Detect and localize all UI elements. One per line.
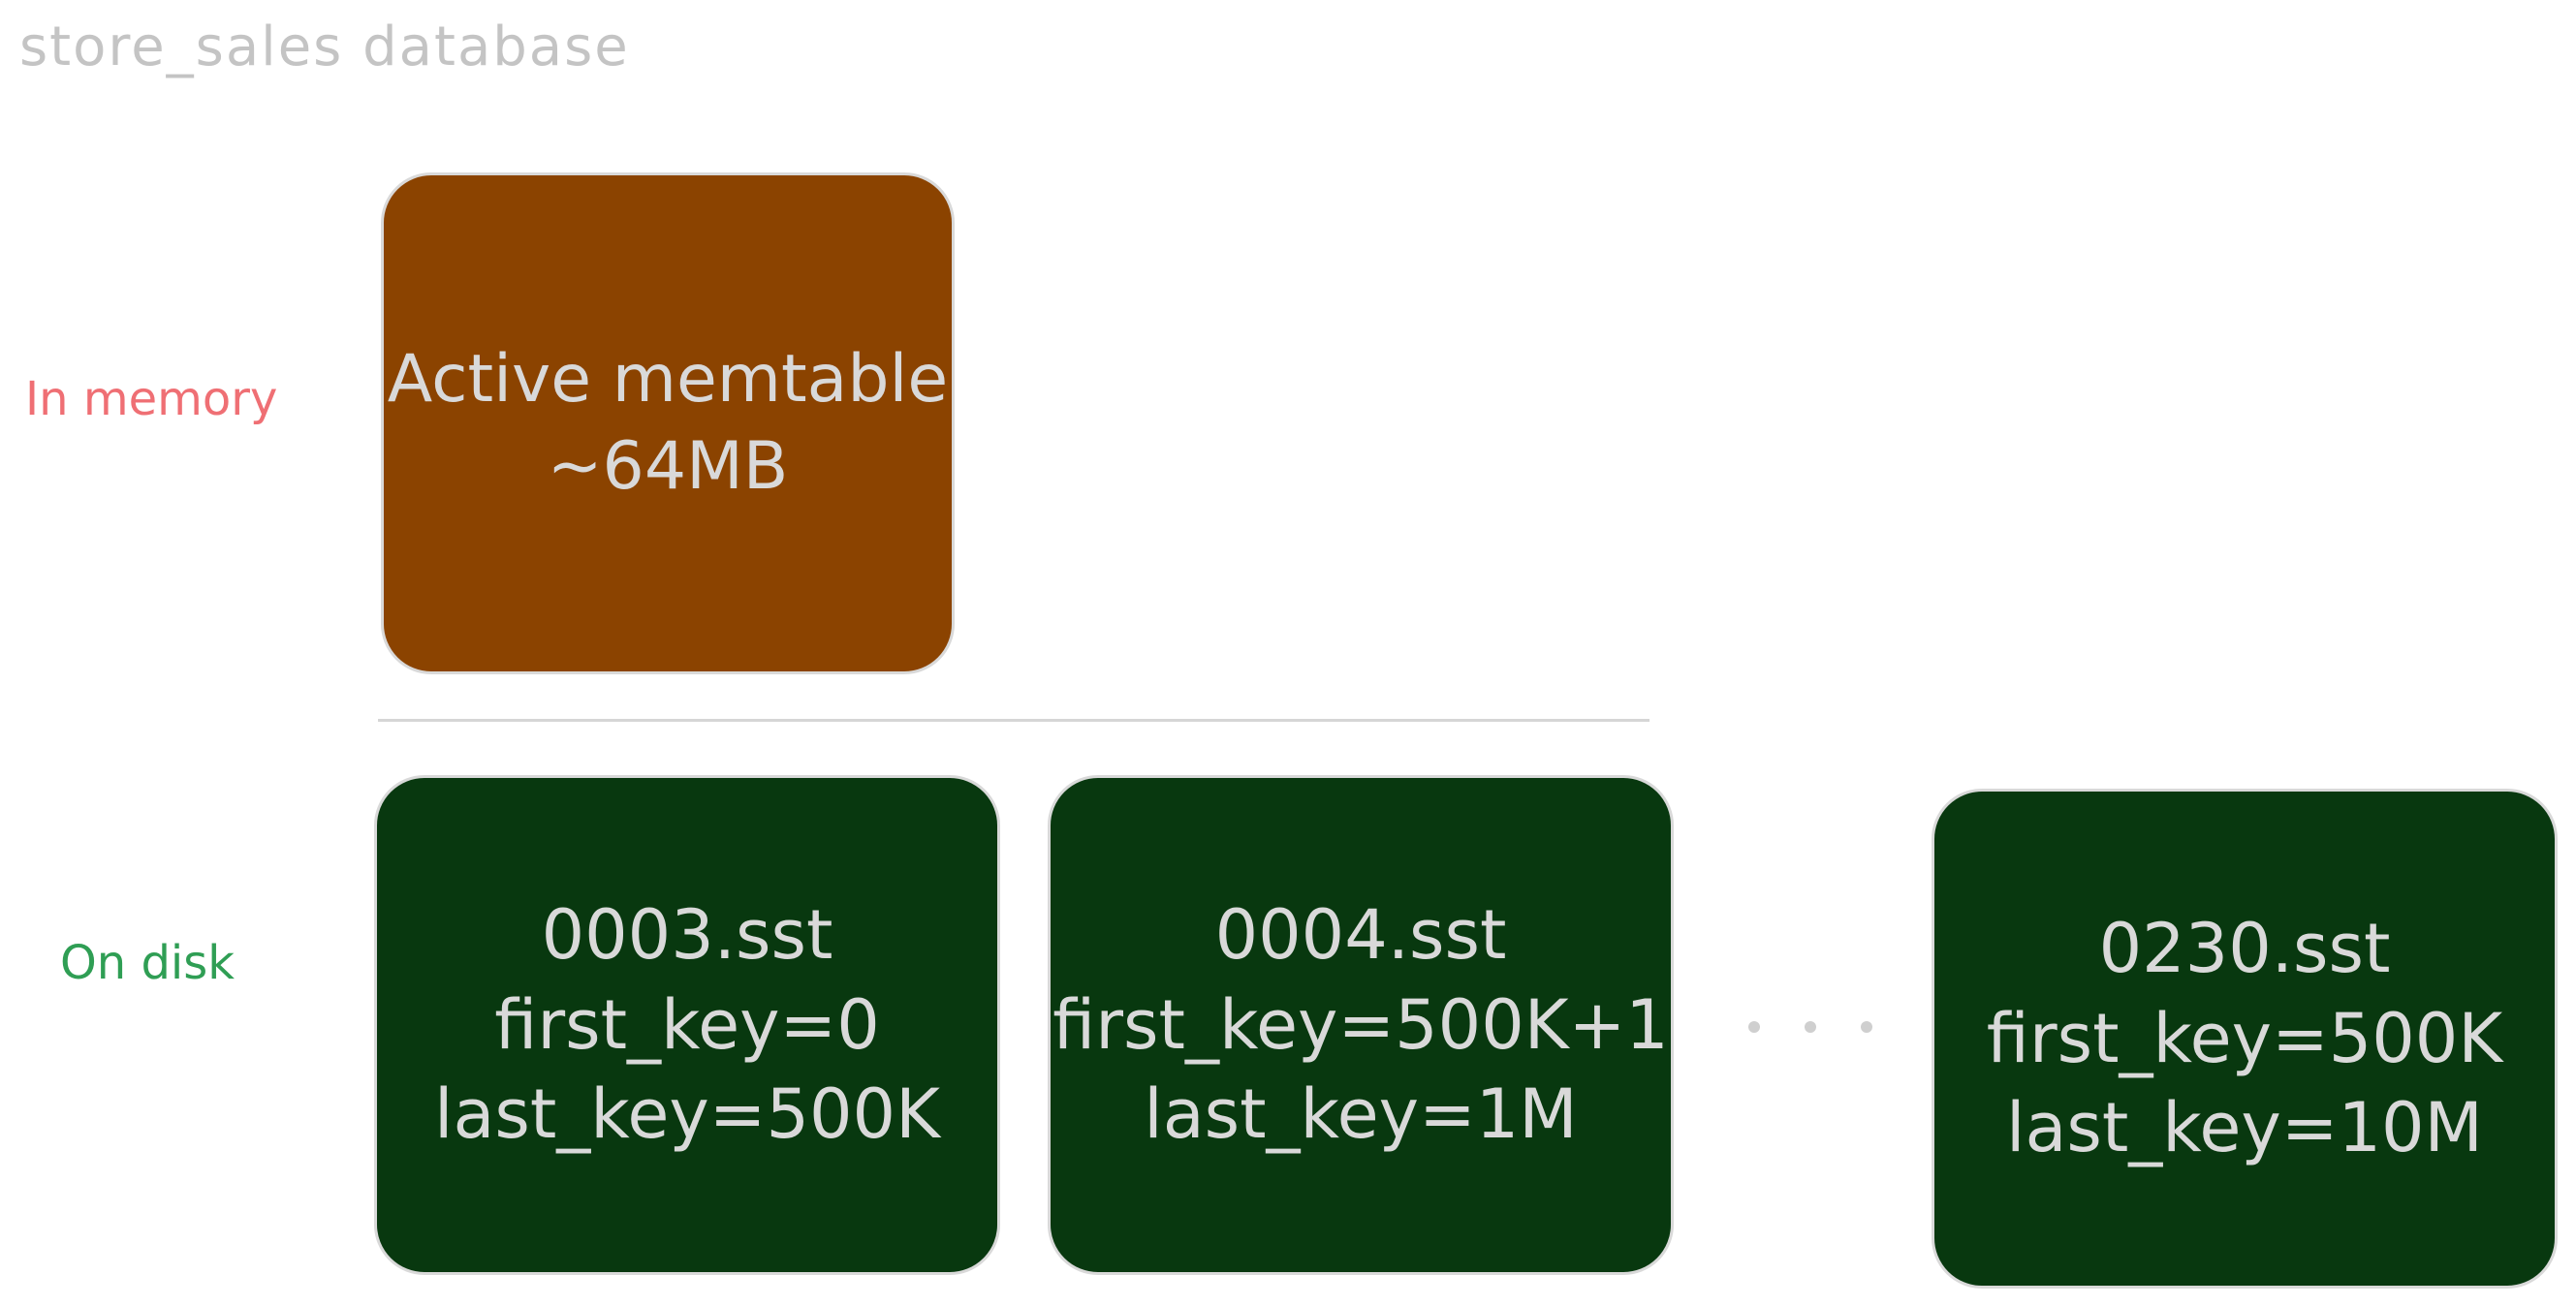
sst-file-name: 0230.sst — [2098, 909, 2391, 989]
memtable-name: Active memtable — [387, 341, 949, 419]
sst-file-name: 0004.sst — [1214, 895, 1507, 976]
sst-file-box: 0004.sst first_key=500K+1 last_key=1M — [1048, 775, 1674, 1275]
sst-first-key: first_key=500K — [1986, 998, 2503, 1078]
memory-disk-divider — [378, 719, 1649, 722]
ellipsis-dot — [1748, 1021, 1760, 1033]
in-memory-label: In memory — [25, 372, 278, 426]
sst-first-key: first_key=500K+1 — [1052, 984, 1669, 1065]
on-disk-label: On disk — [60, 936, 236, 990]
diagram-title: store_sales database — [19, 16, 630, 78]
ellipsis — [1748, 1021, 1872, 1033]
sst-file-box: 0230.sst first_key=500K last_key=10M — [1932, 789, 2558, 1289]
ellipsis-dot — [1805, 1021, 1816, 1033]
sst-last-key: last_key=500K — [434, 1074, 940, 1155]
sst-file-box: 0003.sst first_key=0 last_key=500K — [374, 775, 1000, 1275]
memtable-size: ~64MB — [547, 428, 789, 505]
sst-last-key: last_key=1M — [1144, 1074, 1578, 1155]
active-memtable-box: Active memtable ~64MB — [381, 172, 955, 674]
sst-first-key: first_key=0 — [494, 984, 880, 1065]
sst-file-name: 0003.sst — [541, 895, 833, 976]
ellipsis-dot — [1861, 1021, 1872, 1033]
sst-last-key: last_key=10M — [2006, 1088, 2483, 1168]
